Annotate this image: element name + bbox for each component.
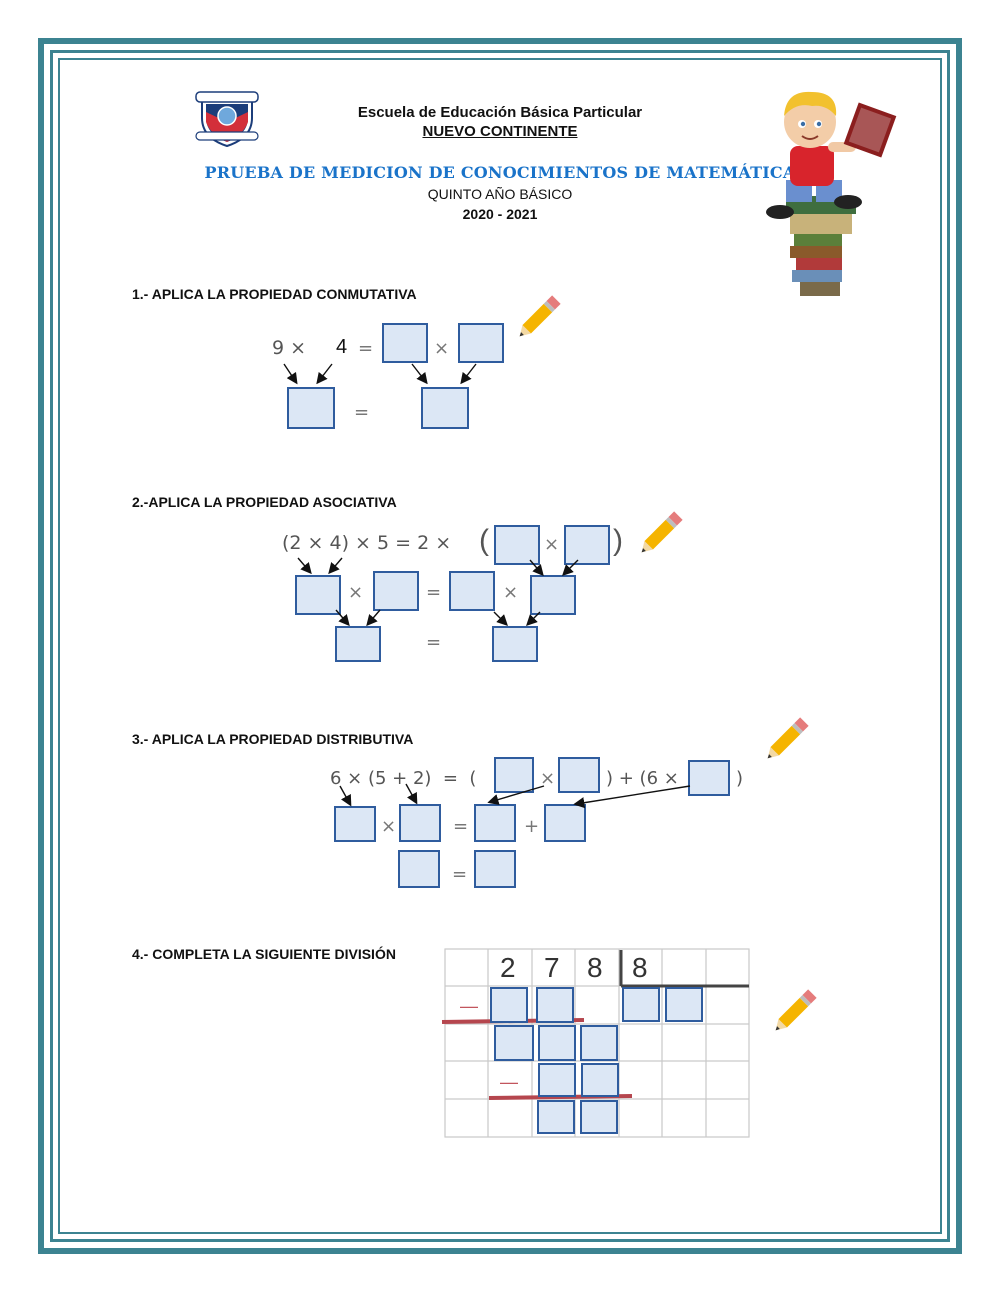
q3-close-paren: ) (736, 768, 744, 789)
q3-answer-box-4[interactable] (334, 806, 376, 842)
exam-title: PRUEBA DE MEDICION DE CONOCIMIENTOS DE M… (204, 163, 796, 182)
q1-times: × (434, 338, 450, 359)
q4-box-r1-c1[interactable] (490, 987, 528, 1023)
q1-answer-box-1[interactable] (382, 323, 428, 363)
q4-box-r1-c2[interactable] (536, 987, 574, 1023)
boy-on-books-illustration (756, 84, 906, 304)
q3-answer-box-9[interactable] (474, 850, 516, 888)
pencil-icon (632, 506, 688, 562)
question-3-label: 3.- APLICA LA PROPIEDAD DISTRIBUTIVA (132, 731, 414, 747)
q3-answer-box-7[interactable] (544, 804, 586, 842)
q2-answer-box-8[interactable] (492, 626, 538, 662)
q3-equals: = (453, 816, 469, 837)
dividend-digit-1: 2 (500, 952, 516, 983)
q3-answer-box-5[interactable] (399, 804, 441, 842)
school-name: Escuela de Educación Básica Particular (357, 104, 643, 121)
q2-times: × (544, 534, 560, 555)
q3-times-2: × (381, 816, 397, 837)
q1-given-number: 4 (336, 336, 348, 358)
q2-paren-close: ) (613, 524, 623, 557)
question-4-label: 4.- COMPLETA LA SIGUIENTE DIVISIÓN (132, 946, 396, 962)
pencil-icon (758, 712, 814, 768)
school-logo (194, 88, 260, 148)
q3-expression: 6 × (5 + 2) = ( (330, 768, 477, 789)
question-1-label: 1.- APLICA LA PROPIEDAD CONMUTATIVA (132, 286, 417, 302)
dividend-digit-3: 8 (587, 952, 603, 983)
q1-answer-box-3[interactable] (287, 387, 335, 429)
q4-box-r2-c2[interactable] (538, 1025, 576, 1061)
q1-equals-2: = (354, 402, 370, 423)
q4-box-r3-c2[interactable] (581, 1063, 619, 1097)
minus-sign-2: — (500, 1072, 518, 1092)
pencil-icon (510, 290, 566, 346)
q3-equals-2: = (452, 864, 468, 885)
q3-times: × (540, 768, 556, 789)
q3-answer-box-2[interactable] (558, 757, 600, 793)
q3-answer-box-8[interactable] (398, 850, 440, 888)
q2-answer-box-6[interactable] (530, 575, 576, 615)
q1-answer-box-2[interactable] (458, 323, 504, 363)
inner-border (58, 58, 942, 1234)
q1-answer-box-4[interactable] (421, 387, 469, 429)
q3-mid-expression: ) + (6 × (606, 768, 679, 789)
q3-answer-box-1[interactable] (494, 757, 534, 793)
q3-answer-box-3[interactable] (688, 760, 730, 796)
q3-plus: + (524, 816, 540, 837)
q4-box-r4-c2[interactable] (580, 1100, 618, 1134)
q2-equals-2: = (426, 632, 442, 653)
q2-times-2: × (348, 582, 364, 603)
question-2-label: 2.-APLICA LA PROPIEDAD ASOCIATIVA (132, 494, 397, 510)
grade-label: QUINTO AÑO BÁSICO (427, 186, 573, 202)
q4-box-r4-c1[interactable] (537, 1100, 575, 1134)
q2-answer-box-2[interactable] (564, 525, 610, 565)
q2-answer-box-3[interactable] (295, 575, 341, 615)
q4-box-r3-c1[interactable] (538, 1063, 576, 1097)
divisor-digit: 8 (632, 952, 648, 983)
middle-border (50, 50, 950, 1242)
outer-border (38, 38, 962, 1254)
q1-equals: = (358, 338, 374, 359)
q2-answer-box-4[interactable] (373, 571, 419, 611)
q2-paren-open: ( (479, 524, 489, 557)
q3-answer-box-6[interactable] (474, 804, 516, 842)
dividend-digit-2: 7 (544, 952, 560, 983)
q2-answer-box-7[interactable] (335, 626, 381, 662)
q4-box-r2-c1[interactable] (494, 1025, 534, 1061)
q1-expression: 9 × (272, 337, 307, 359)
q2-equals: = (426, 582, 442, 603)
q4-quotient-box-1[interactable] (622, 987, 660, 1022)
q4-box-r2-c3[interactable] (580, 1025, 618, 1061)
school-subname: NUEVO CONTINENTE (422, 123, 578, 140)
q4-quotient-box-2[interactable] (665, 987, 703, 1022)
q2-times-3: × (503, 582, 519, 603)
q2-answer-box-1[interactable] (494, 525, 540, 565)
q2-expression: (2 × 4) × 5 = 2 × (282, 532, 452, 554)
q2-answer-box-5[interactable] (449, 571, 495, 611)
year-label: 2020 - 2021 (462, 206, 538, 222)
minus-sign-1: — (460, 996, 478, 1016)
pencil-icon (766, 984, 822, 1040)
